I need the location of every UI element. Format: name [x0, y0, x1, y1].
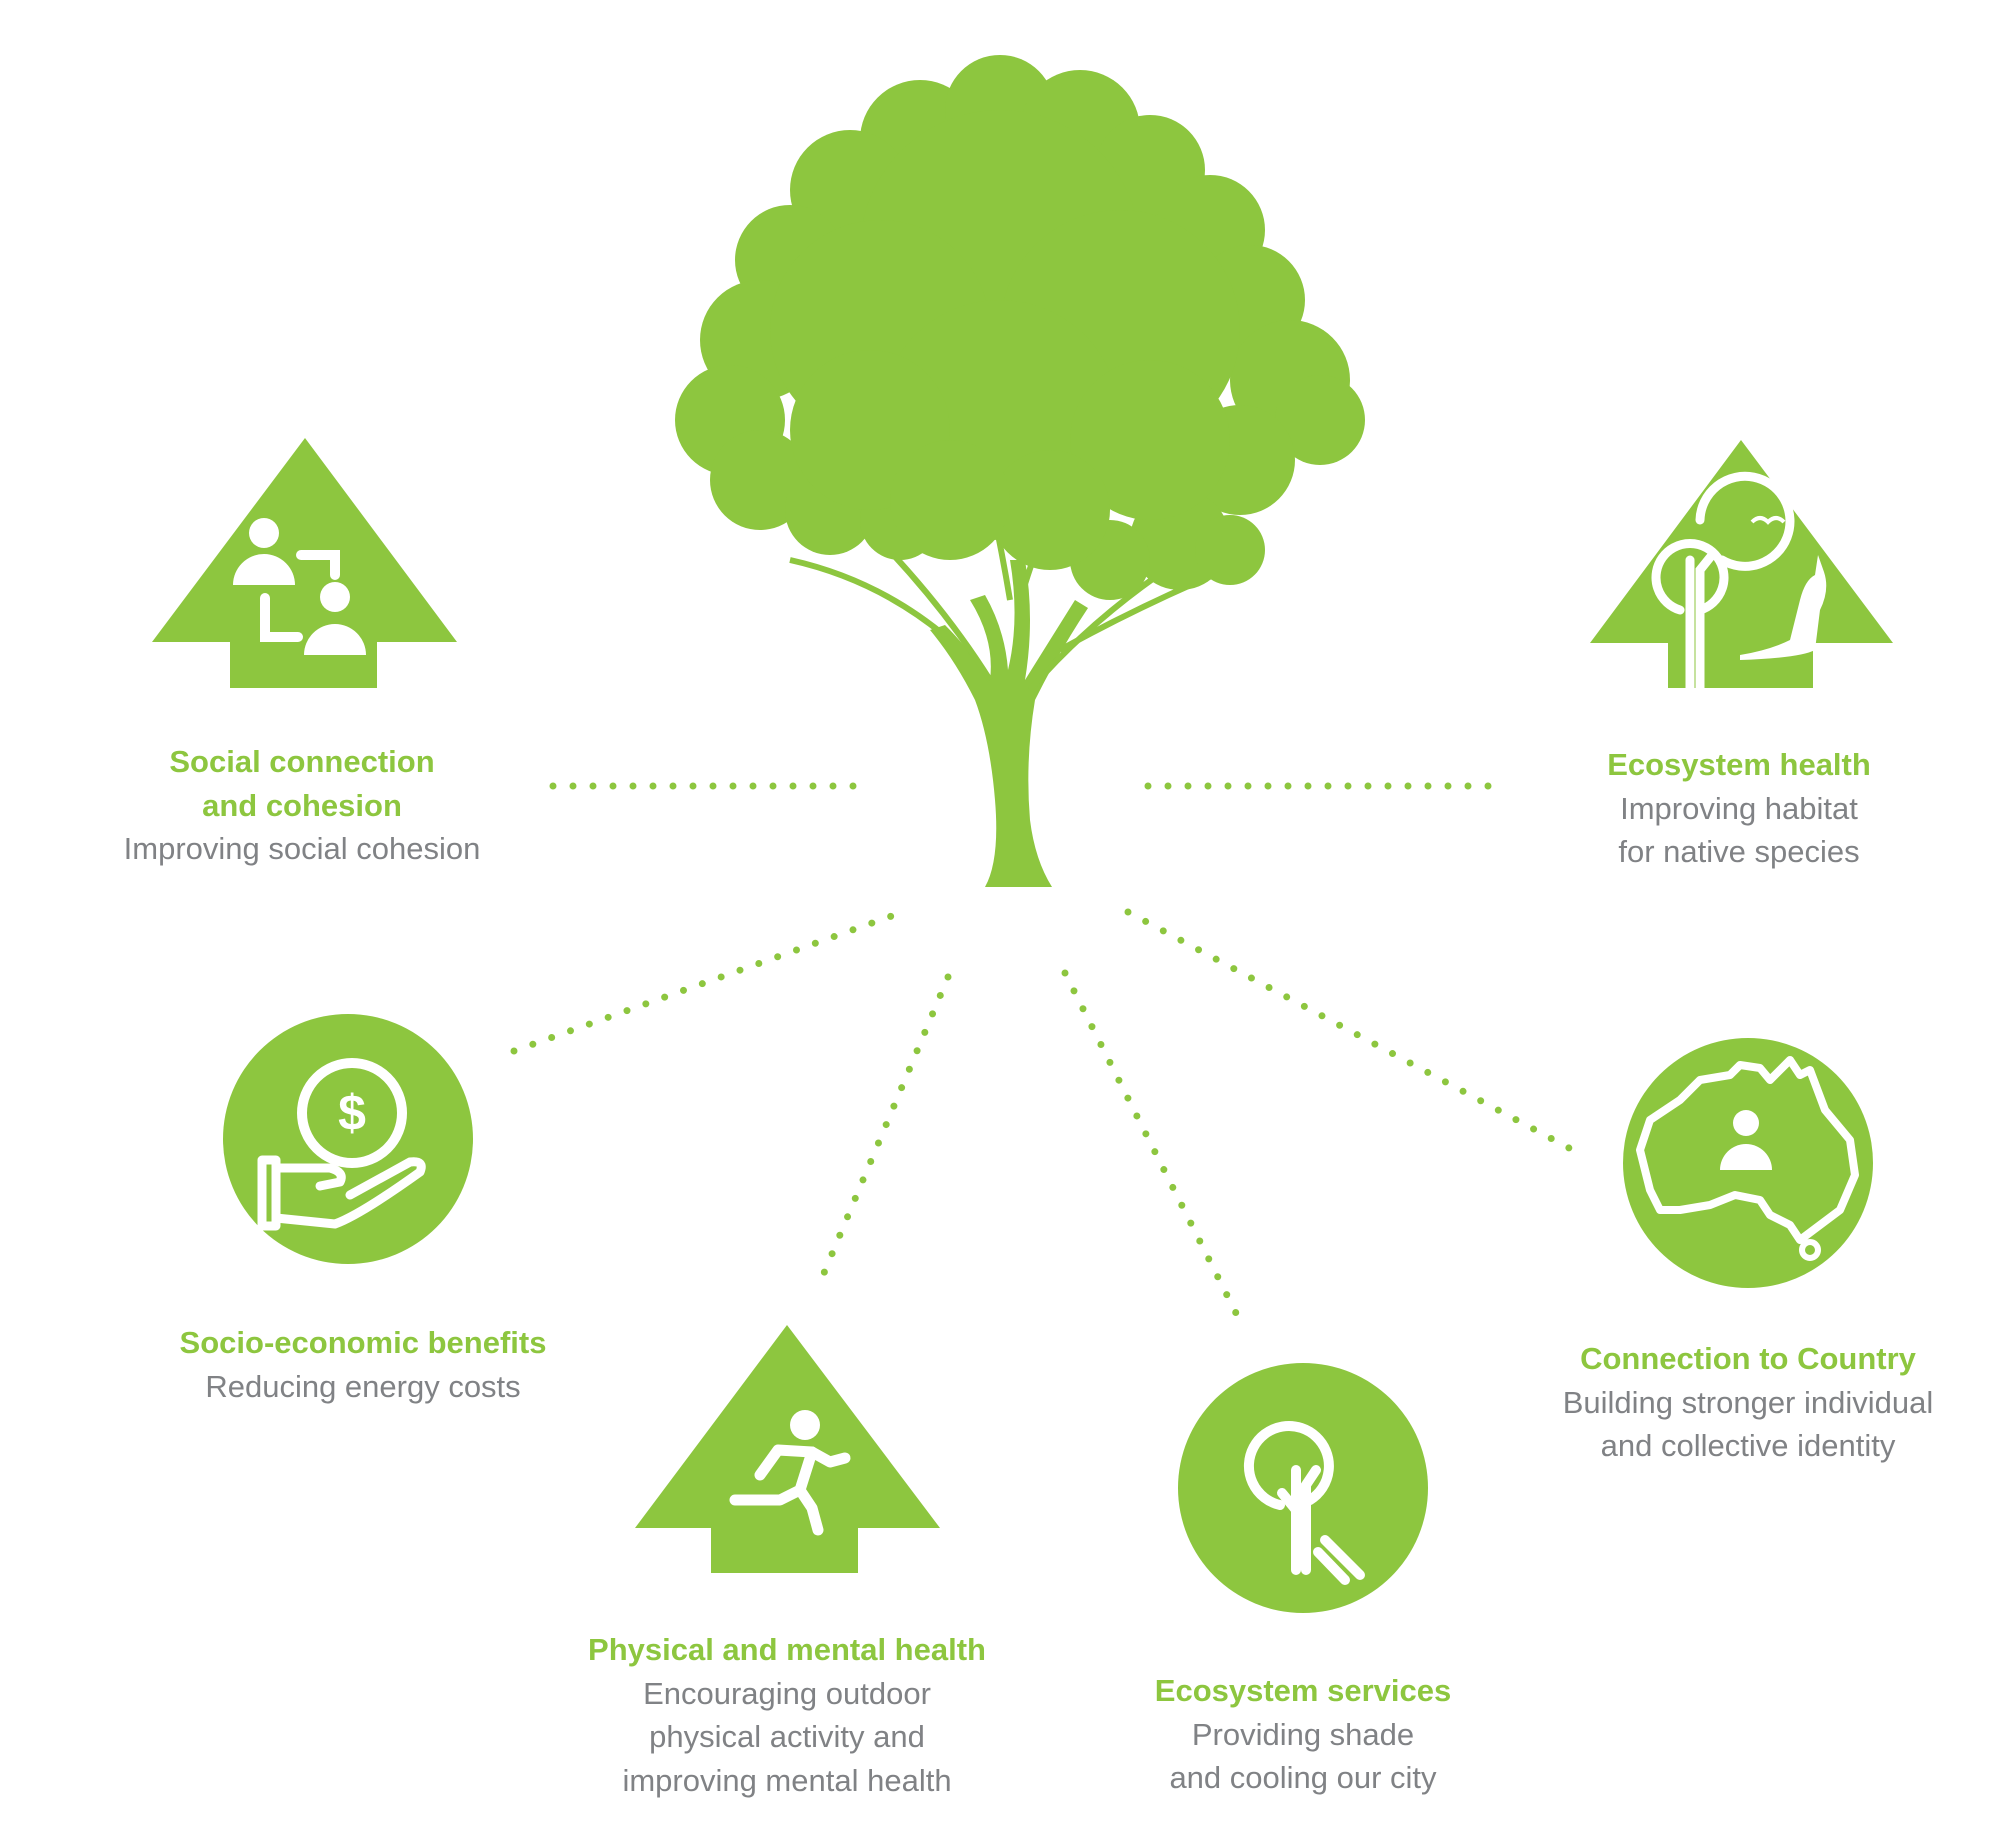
benefit-title: Socio-economic benefits	[179, 1325, 547, 1360]
benefit-description: physical activity and	[649, 1719, 925, 1754]
benefit-title: and cohesion	[202, 787, 402, 823]
benefit-description: and collective identity	[1600, 1428, 1896, 1463]
benefit-description: improving mental health	[622, 1762, 952, 1798]
benefit-title: Ecosystem services	[1154, 1673, 1452, 1708]
benefit-description: Providing shade	[1191, 1716, 1415, 1752]
benefit-description: and cooling our city	[1169, 1760, 1437, 1795]
social-connection-label: Social connection and cohesion Improving…	[124, 740, 481, 871]
benefit-description: Encouraging outdoor	[643, 1675, 931, 1711]
connector-socio-economic	[510, 909, 904, 1055]
connector-physical	[820, 973, 952, 1277]
connection-to-country-label: Connection to Country Building stronger …	[1563, 1337, 1934, 1468]
australia-person-icon	[1623, 1038, 1873, 1288]
tree-icon	[675, 55, 1365, 887]
benefit-description: Reducing energy costs	[205, 1368, 521, 1404]
benefit-description: for native species	[1618, 834, 1860, 869]
benefit-title: Social connection	[169, 744, 435, 779]
socio-economic-label: Socio-economic benefits Reducing energy …	[180, 1321, 547, 1408]
benefit-description: Building stronger individual	[1562, 1384, 1934, 1420]
svg-text:$: $	[338, 1085, 366, 1141]
social-connection-icon	[152, 438, 457, 688]
tree-shade-icon	[1178, 1363, 1428, 1613]
connector-ecosystem-services	[1061, 969, 1246, 1329]
benefit-description: Improving social cohesion	[123, 831, 481, 866]
benefit-title: Physical and mental health	[588, 1632, 986, 1667]
ecosystem-health-icon	[1590, 440, 1893, 693]
benefit-title: Ecosystem health	[1607, 747, 1871, 782]
ecosystem-health-label: Ecosystem health Improving habitat for n…	[1607, 743, 1871, 874]
physical-mental-label: Physical and mental health Encouraging o…	[588, 1628, 986, 1802]
running-person-icon	[635, 1325, 940, 1573]
hand-coin-icon: $	[223, 1014, 473, 1264]
connector-country	[1124, 908, 1573, 1152]
benefit-title: Connection to Country	[1580, 1341, 1916, 1376]
ecosystem-services-label: Ecosystem services Providing shade and c…	[1155, 1669, 1451, 1800]
benefit-description: Improving habitat	[1620, 790, 1858, 826]
